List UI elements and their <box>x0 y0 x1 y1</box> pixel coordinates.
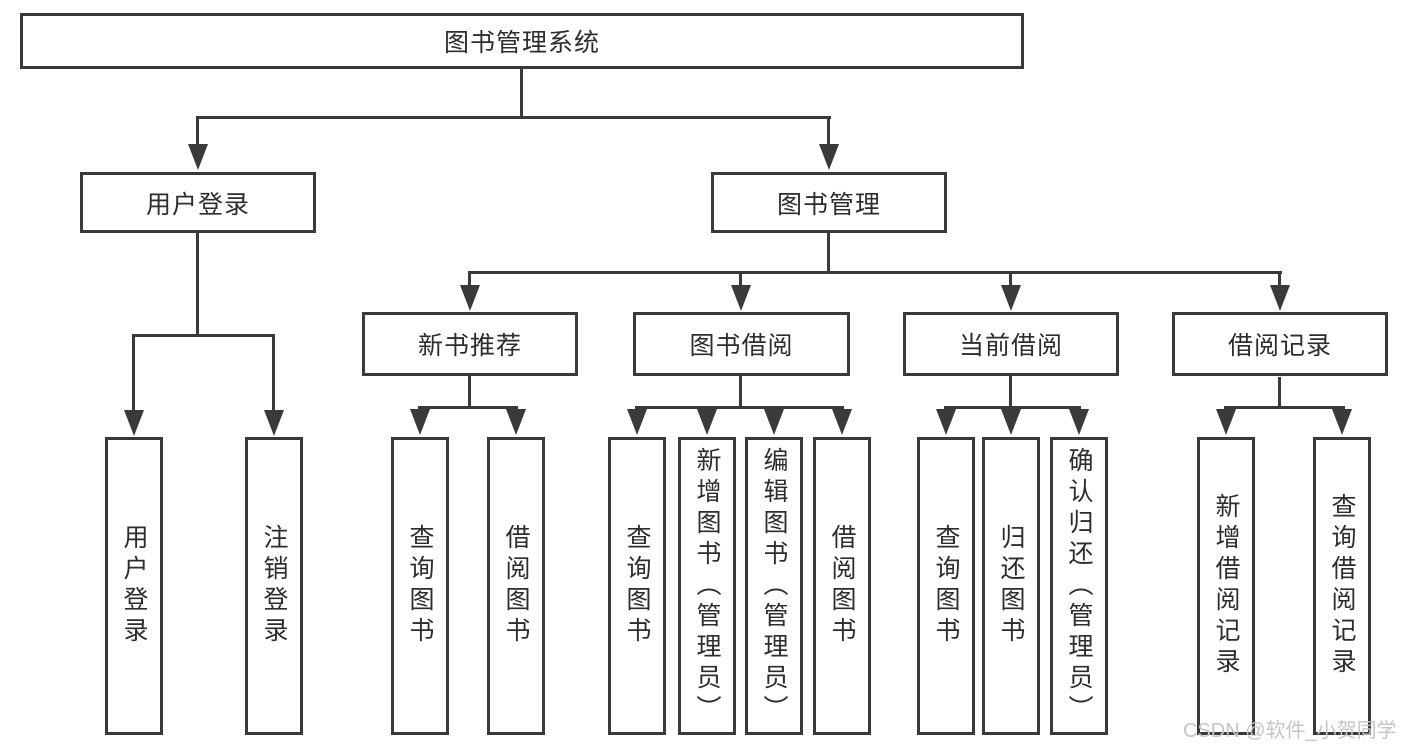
node-current-borrow: 当前借阅 <box>903 312 1119 376</box>
connector-root-stem <box>520 69 523 116</box>
node-book-borrow-label: 图书借阅 <box>689 332 794 360</box>
leaf-borrow-borrow-books: 借阅图书 <box>813 437 871 735</box>
arrow-down-icon <box>264 410 284 436</box>
leaf-records-query-record-label: 查询借阅记录 <box>1328 493 1356 679</box>
connector-root-left-shaft <box>196 116 199 146</box>
connector-userlogin-shaft-1 <box>132 334 135 412</box>
leaf-newbook-query-books-label: 查询图书 <box>406 524 434 648</box>
arrow-down-icon <box>936 409 956 435</box>
arrow-down-icon <box>1001 285 1021 311</box>
connector-bookmgmt-shaft-4 <box>1278 271 1281 287</box>
arrow-down-icon <box>124 410 144 436</box>
arrow-down-icon <box>188 144 208 170</box>
node-current-borrow-label: 当前借阅 <box>958 332 1063 360</box>
arrow-down-icon <box>1069 409 1089 435</box>
arrow-down-icon <box>1001 409 1021 435</box>
leaf-records-query-record: 查询借阅记录 <box>1313 437 1371 735</box>
arrow-down-icon <box>731 285 751 311</box>
connector-bookmgmt-crossbar <box>468 271 1282 274</box>
leaf-logout-label: 注销登录 <box>260 524 288 648</box>
connector-bookborrow-crossbar <box>635 406 844 409</box>
connector-userlogin-crossbar <box>132 334 275 337</box>
arrow-down-icon <box>1216 409 1236 435</box>
arrow-down-icon <box>832 409 852 435</box>
leaf-current-query-books-label: 查询图书 <box>932 524 960 648</box>
leaf-current-return-books: 归还图书 <box>982 437 1040 735</box>
leaf-current-confirm-return-admin: 确认归还（管理员） <box>1050 437 1108 735</box>
root-node-library-system: 图书管理系统 <box>20 13 1024 69</box>
node-book-borrow: 图书借阅 <box>633 312 850 376</box>
arrow-down-icon <box>764 409 784 435</box>
arrow-down-icon <box>1332 409 1352 435</box>
leaf-logout: 注销登录 <box>245 437 303 735</box>
node-new-book-recommend-label: 新书推荐 <box>417 332 522 360</box>
arrow-down-icon <box>460 285 480 311</box>
leaf-borrow-add-books-admin-label: 新增图书（管理员） <box>693 446 721 726</box>
connector-bookmgmt-shaft-2 <box>739 271 742 287</box>
connector-root-right-shaft <box>827 116 830 146</box>
connector-userlogin-shaft-2 <box>272 334 275 412</box>
connector-currentborrow-stem <box>1009 376 1012 409</box>
connector-records-crossbar <box>1224 406 1345 409</box>
node-user-login: 用户登录 <box>80 172 316 233</box>
arrow-down-icon <box>1270 285 1290 311</box>
leaf-records-add-record-label: 新增借阅记录 <box>1212 493 1240 679</box>
arrow-down-icon <box>506 409 526 435</box>
leaf-current-confirm-return-admin-label: 确认归还（管理员） <box>1065 446 1093 726</box>
connector-bookborrow-stem <box>739 376 742 409</box>
node-book-management-label: 图书管理 <box>776 190 881 219</box>
leaf-newbook-query-books: 查询图书 <box>391 437 449 735</box>
connector-bookmgmt-stem <box>827 233 830 274</box>
leaf-borrow-borrow-books-label: 借阅图书 <box>828 524 856 648</box>
leaf-records-add-record: 新增借阅记录 <box>1197 437 1255 735</box>
root-node-label: 图书管理系统 <box>443 29 600 57</box>
node-book-management: 图书管理 <box>711 172 947 233</box>
connector-bookmgmt-shaft-1 <box>468 271 471 287</box>
arrow-down-icon <box>819 144 839 170</box>
arrow-down-icon <box>627 409 647 435</box>
leaf-borrow-query-books: 查询图书 <box>608 437 666 735</box>
leaf-user-login-label: 用户登录 <box>120 524 148 648</box>
csdn-watermark: CSDN @软件_小贺同学 <box>1183 720 1397 742</box>
connector-newbook-crossbar <box>418 406 518 409</box>
leaf-current-query-books: 查询图书 <box>917 437 975 735</box>
leaf-borrow-query-books-label: 查询图书 <box>623 524 651 648</box>
leaf-user-login: 用户登录 <box>105 437 163 735</box>
leaf-newbook-borrow-books-label: 借阅图书 <box>502 524 530 648</box>
leaf-newbook-borrow-books: 借阅图书 <box>487 437 545 735</box>
connector-currentborrow-crossbar <box>944 406 1081 409</box>
node-borrow-records-label: 借阅记录 <box>1227 332 1332 360</box>
connector-records-stem <box>1278 377 1281 409</box>
connector-newbook-stem <box>468 376 471 409</box>
node-borrow-records: 借阅记录 <box>1172 312 1388 376</box>
leaf-borrow-add-books-admin: 新增图书（管理员） <box>678 437 736 735</box>
connector-root-crossbar <box>196 116 831 119</box>
leaf-borrow-edit-books-admin: 编辑图书（管理员） <box>745 437 803 735</box>
connector-bookmgmt-shaft-3 <box>1009 271 1012 287</box>
node-new-book-recommend: 新书推荐 <box>362 312 578 376</box>
arrow-down-icon <box>697 409 717 435</box>
node-user-login-label: 用户登录 <box>145 190 250 219</box>
arrow-down-icon <box>410 409 430 435</box>
connector-userlogin-stem <box>196 233 199 337</box>
leaf-current-return-books-label: 归还图书 <box>997 524 1025 648</box>
leaf-borrow-edit-books-admin-label: 编辑图书（管理员） <box>760 446 788 726</box>
